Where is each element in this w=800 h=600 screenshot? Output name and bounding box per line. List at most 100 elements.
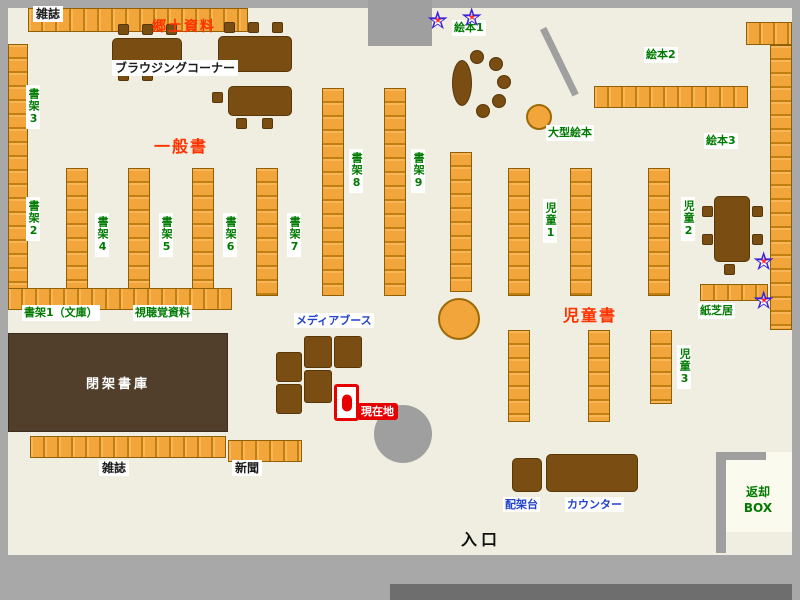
bookshelf [128,168,150,296]
star-icon: ★ [434,16,443,26]
label-shelf-2: 書架2 [26,197,41,241]
star-icon: ★ [460,3,484,33]
stool [476,104,490,118]
story-bench [452,60,472,106]
media-booth-seat [304,336,332,368]
stool [492,94,506,108]
label-magazines-top: 雑誌 [33,6,64,23]
bookshelf-bunko-audiovisual [8,288,232,310]
bookshelf [648,168,670,296]
current-location-booth [334,384,359,421]
outside-strip [390,584,792,600]
chair [224,22,235,33]
round-table [438,298,480,340]
star-icon: ★ [757,292,771,310]
label-shelf-1-bunko: 書架1（文庫） [22,305,100,321]
current-location-badge: 現在地 [357,403,398,420]
label-children-books: 児童書 [563,306,618,325]
label-shelf-4: 書架4 [95,213,110,257]
bookshelf-left-wall [8,44,28,290]
wall-return-box-top [716,452,766,460]
star-icon: ★ [752,286,776,316]
bookshelf [508,330,530,422]
star-icon: ★ [752,247,776,277]
star-icon: ★ [760,296,769,306]
bookshelf-right-wall [770,45,792,330]
media-booth-seat [276,384,302,414]
label-magazines-bottom: 雑誌 [99,460,130,477]
bookshelf [384,88,406,296]
label-shelf-5: 書架5 [159,213,174,257]
bookshelf [570,168,592,296]
bookshelf-magazines-bottom [30,436,226,458]
stool [497,75,511,89]
bookshelf-local-materials [28,8,248,32]
wall-top-center [368,0,432,46]
star-icon: ★ [468,13,477,23]
bookshelf [256,168,278,296]
chair [272,22,283,33]
wall-return-box-left [716,452,726,553]
label-entrance: 入口 [461,530,502,549]
label-kamishibai: 紙芝居 [698,303,735,319]
chair [702,206,713,217]
counter-desk [546,454,638,492]
star-icon: ★ [426,6,450,36]
chair [752,206,763,217]
label-children-3: 児童3 [677,345,692,389]
closed-stacks-label: 閉架書庫 [85,377,150,392]
label-local-materials: 郷土資料 [152,19,216,35]
bookshelf-kamishibai [700,284,768,301]
label-counter: カウンター [565,497,624,513]
chair [166,24,177,35]
star-icon: ★ [757,253,771,271]
bookshelf [450,152,472,292]
label-shelf-3: 書架3 [26,85,41,129]
person-marker [341,394,352,411]
label-children-1: 児童1 [543,199,558,243]
bookshelf-newspaper [228,440,302,462]
star-marker: ★ ★ ★ [752,288,780,316]
star-marker: ★ ★ ★ [752,249,780,277]
label-general-books: 一般書 [154,137,209,156]
bookshelf [322,88,344,296]
stool [470,50,484,64]
chair [212,92,223,103]
bookshelf-top-right-corner [746,22,792,45]
label-newspaper: 新聞 [232,460,263,477]
chair [236,118,247,129]
label-media-booth: メディアブース [294,313,374,329]
label-audiovisual: 視聴覚資料 [133,305,192,321]
sorting-table-desk [512,458,542,492]
label-picture-books-3: 絵本3 [704,133,738,149]
chair [142,24,153,35]
return-box-alcove [726,452,792,532]
browsing-table [228,86,292,116]
chair [248,22,259,33]
label-shelf-9: 書架9 [411,149,426,193]
bookshelf [650,330,672,404]
star-icon: ★ [465,9,479,27]
children-table [714,196,750,262]
bookshelf [508,168,530,296]
label-browsing-corner: ブラウジングコーナー [112,60,239,77]
star-icon: ★ [760,257,769,267]
label-children-2: 児童2 [681,197,696,241]
chair [724,264,735,275]
bookshelf [192,168,214,296]
label-shelf-6: 書架6 [223,213,238,257]
label-sorting-table: 配架台 [503,497,540,513]
star-marker: ★ ★ ★ [426,8,454,36]
label-shelf-7: 書架7 [287,213,302,257]
chair [118,24,129,35]
media-booth-seat [304,370,332,403]
media-booth-seat [334,336,362,368]
media-booth-seat [276,352,302,382]
bookshelf-picture-books-2 [594,86,748,108]
chair [702,234,713,245]
chair [752,234,763,245]
label-large-picture-books: 大型絵本 [546,125,594,141]
label-picture-books-2: 絵本2 [644,47,678,63]
label-shelf-8: 書架8 [349,149,364,193]
